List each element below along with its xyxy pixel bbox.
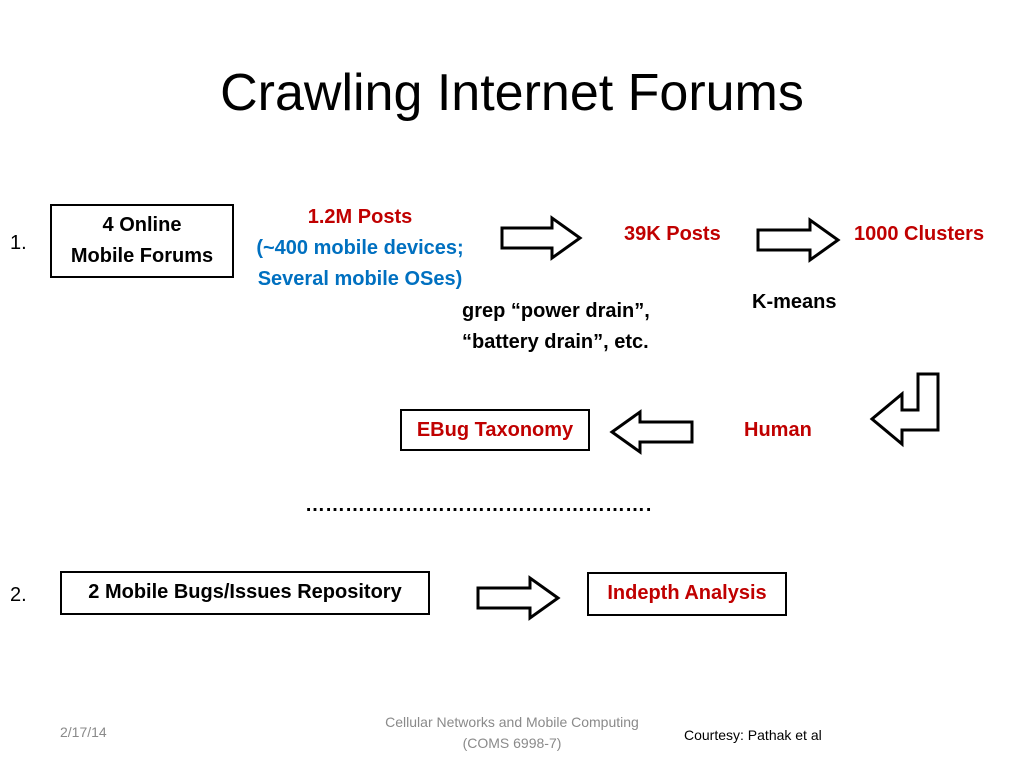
arrow-right-icon: [500, 215, 583, 261]
arrow-right-icon: [756, 217, 841, 263]
taxonomy-box: EBug Taxonomy: [400, 409, 590, 451]
filter-step-line1: grep “power drain”,: [462, 300, 650, 322]
separator-dots: …………………………………………………: [305, 494, 651, 516]
clusters: 1000 Clusters: [854, 223, 985, 245]
human-step: Human: [744, 419, 812, 441]
posts-total-block: 1.2M Posts (~400 mobile devices; Several…: [240, 202, 480, 295]
footer-course: Cellular Networks and Mobile Computing (…: [352, 712, 672, 754]
arrow-left-icon: [609, 409, 694, 455]
filter-step-line2: “battery drain”, etc.: [462, 331, 649, 353]
posts-detail-line2: Several mobile OSes): [257, 268, 463, 290]
posts-total: 1.2M Posts: [307, 206, 413, 228]
slide-title: Crawling Internet Forums: [220, 64, 804, 122]
footer-course-line1: Cellular Networks and Mobile Computing: [385, 714, 639, 730]
forums-box-line1: 4 Online: [102, 214, 182, 236]
footer-courtesy: Courtesy: Pathak et al: [684, 727, 822, 743]
posts-detail-line1: (~400 mobile devices;: [256, 237, 464, 259]
footer-course-line2: (COMS 6998-7): [462, 735, 562, 751]
analysis-box: Indepth Analysis: [587, 572, 787, 616]
forums-box-line2: Mobile Forums: [70, 245, 214, 267]
forums-box: 4 Online Mobile Forums: [50, 204, 234, 278]
repository-box: 2 Mobile Bugs/Issues Repository: [60, 571, 430, 615]
row2-number: 2.: [10, 584, 27, 606]
arrow-right-icon: [476, 575, 561, 621]
filtered-posts: 39K Posts: [624, 223, 721, 245]
cluster-step: K-means: [752, 291, 837, 313]
filter-step: grep “power drain”, “battery drain”, etc…: [462, 296, 650, 358]
footer-date: 2/17/14: [60, 724, 107, 740]
bent-arrow-icon: [869, 372, 940, 448]
row1-number: 1.: [10, 232, 27, 254]
